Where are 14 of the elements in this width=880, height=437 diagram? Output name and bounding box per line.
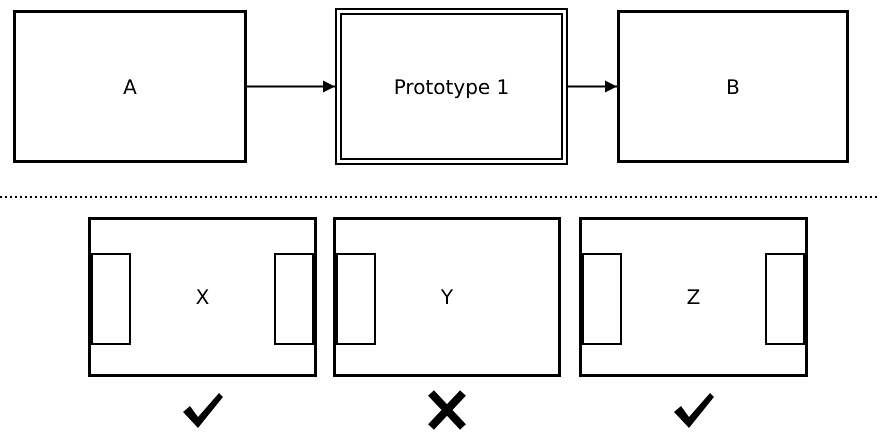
arrow <box>247 80 335 92</box>
process-box <box>88 217 317 377</box>
process-box <box>335 8 568 165</box>
process-box <box>579 217 808 377</box>
process-box <box>333 217 561 377</box>
arrow <box>568 80 617 92</box>
node-label: X <box>196 285 210 309</box>
node-label: A <box>123 74 137 98</box>
node-label: Z <box>686 285 700 309</box>
process-box <box>617 10 849 163</box>
node-label: B <box>726 74 740 98</box>
process-box <box>13 10 247 163</box>
node-label: Prototype 1 <box>394 74 510 98</box>
node-label: Y <box>440 285 454 309</box>
